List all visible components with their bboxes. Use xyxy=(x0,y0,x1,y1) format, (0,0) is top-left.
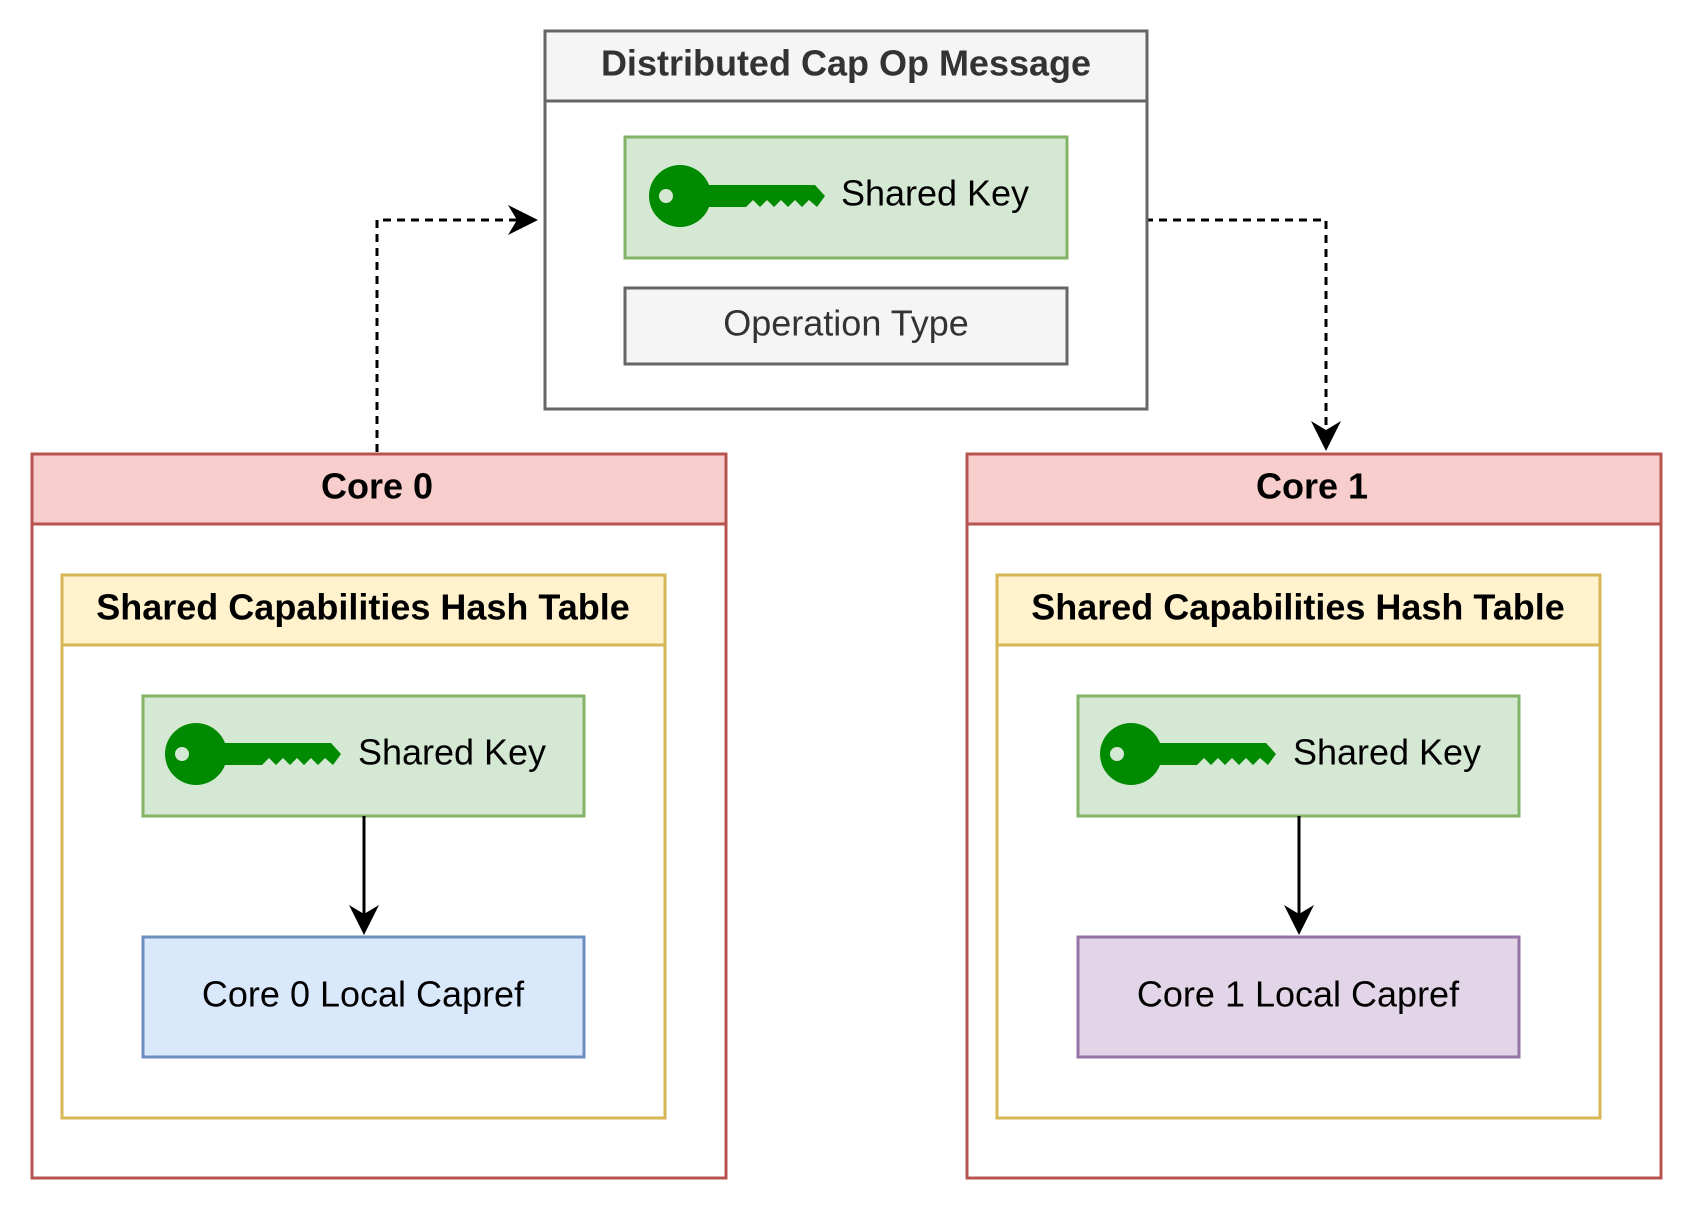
core0-container: Core 0 Shared Capabilities Hash Table Sh… xyxy=(30,452,728,1180)
core0-local-capref-box: Core 0 Local Capref xyxy=(141,935,586,1059)
core0-shared-key-box: Shared Key xyxy=(141,694,586,818)
core1-local-capref-box: Core 1 Local Capref xyxy=(1076,935,1521,1059)
operation-type-box: Operation Type xyxy=(623,286,1069,366)
core1-shared-key-box: Shared Key xyxy=(1076,694,1521,818)
core1-hash-table: Shared Capabilities Hash Table Shared Ke… xyxy=(995,573,1602,1120)
message-title: Distributed Cap Op Message xyxy=(601,43,1091,84)
core0-shared-key-label: Shared Key xyxy=(358,732,546,773)
core1-title: Core 1 xyxy=(1256,466,1368,507)
core0-table-title: Shared Capabilities Hash Table xyxy=(96,587,630,628)
core0-title: Core 0 xyxy=(321,466,433,507)
core1-container: Core 1 Shared Capabilities Hash Table Sh… xyxy=(965,452,1663,1180)
message-to-core1-connector xyxy=(1145,218,1341,451)
message-container: Distributed Cap Op Message Shared Key Op… xyxy=(543,29,1149,411)
core1-table-title: Shared Capabilities Hash Table xyxy=(1031,587,1565,628)
core0-capref-label: Core 0 Local Capref xyxy=(202,974,525,1015)
message-shared-key-box: Shared Key xyxy=(623,135,1069,260)
operation-type-label: Operation Type xyxy=(723,303,969,344)
message-shared-key-label: Shared Key xyxy=(841,173,1029,214)
core0-to-message-connector xyxy=(375,205,538,452)
core1-capref-label: Core 1 Local Capref xyxy=(1137,974,1460,1015)
core0-hash-table: Shared Capabilities Hash Table Shared Ke… xyxy=(60,573,667,1120)
core1-shared-key-label: Shared Key xyxy=(1293,732,1481,773)
